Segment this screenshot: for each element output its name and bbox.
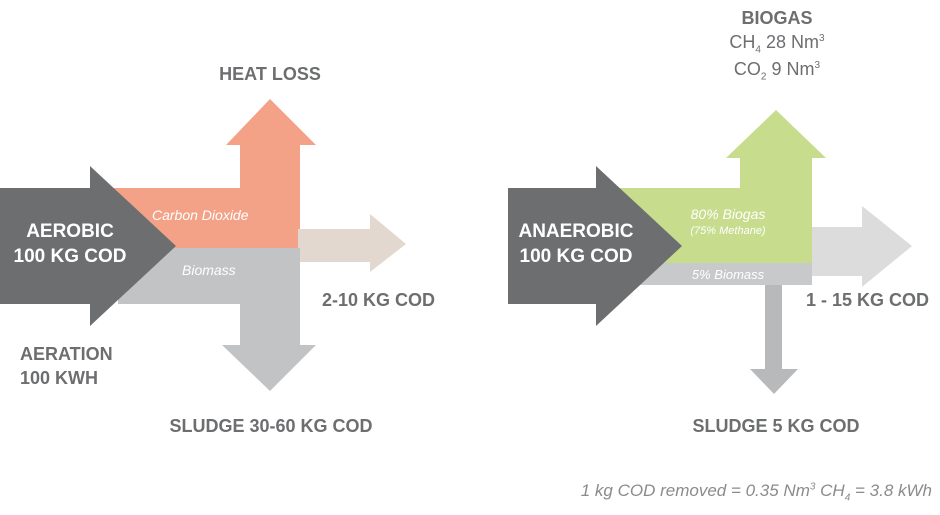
aerobic-title-line2: 100 KG COD	[13, 245, 127, 267]
aerobic-input-arrow	[0, 166, 176, 326]
carbon-dioxide-label: Carbon Dioxide	[152, 207, 249, 223]
aerobic-title-line1: AEROBIC	[26, 221, 114, 242]
ch4-line: CH4 28 Nm3	[729, 30, 824, 57]
aerobic-effluent-arrow	[298, 214, 406, 272]
heat-loss-label: HEAT LOSS	[219, 64, 321, 84]
anaerobic-biomass-band	[628, 263, 812, 285]
ch4-sup: 3	[819, 33, 825, 45]
energy-formula: 1 kg COD removed = 0.35 Nm3 CH4 = 3.8 kW…	[581, 481, 932, 503]
anaerobic-effluent-label: 1 - 15 KG COD	[806, 290, 930, 310]
anaerobic-title-line1: ANAEROBIC	[518, 221, 634, 242]
aerobic-sludge-label: SLUDGE 30-60 KG COD	[169, 416, 373, 436]
aerobic-sludge-arrow	[118, 248, 316, 391]
co2-value: 9 Nm	[766, 59, 815, 80]
biogas-pct-label: 80% Biogas	[690, 206, 766, 222]
co2-sub: 2	[760, 71, 767, 83]
aeration-label: AERATION 100 KWH	[20, 342, 113, 391]
methane-pct-label: (75% Methane)	[690, 225, 766, 237]
anaerobic-title-line2: 100 KG COD	[519, 245, 633, 267]
formula-part1: 1 kg COD removed = 0.35 Nm	[580, 481, 810, 500]
aerobic-title: AEROBIC 100 KG COD	[10, 220, 130, 269]
anaerobic-input-arrow	[508, 166, 682, 326]
co2-line: CO2 9 Nm3	[729, 57, 824, 84]
formula-part3: = 3.8 kWh	[850, 481, 932, 500]
ch4-value: 28 Nm	[760, 32, 820, 53]
biogas-title: BIOGAS	[741, 8, 813, 28]
formula-part2: CH	[815, 481, 845, 500]
biogas-heading: BIOGAS CH4 28 Nm3 CO2 9 Nm3	[729, 6, 824, 84]
ch4-prefix: CH	[729, 32, 756, 53]
aeration-line1: AERATION	[20, 344, 113, 364]
heat-loss-arrow	[114, 99, 316, 248]
ch4-sub: 4	[755, 44, 761, 56]
anaerobic-title: ANAEROBIC 100 KG COD	[512, 220, 640, 269]
aeration-line2: 100 KWH	[20, 368, 99, 389]
anaerobic-biomass-label: 5% Biomass	[691, 267, 765, 282]
co2-sup: 3	[814, 60, 821, 72]
aerobic-biomass-label: Biomass	[182, 262, 236, 278]
biogas-arrow	[618, 110, 826, 263]
anaerobic-sludge-arrow	[750, 270, 798, 394]
formula-sup: 3	[809, 481, 816, 493]
formula-sub: 4	[844, 492, 851, 504]
aerobic-effluent-label: 2-10 KG COD	[322, 290, 436, 310]
co2-prefix: CO	[733, 59, 761, 80]
anaerobic-sludge-label: SLUDGE 5 KG COD	[692, 416, 860, 436]
